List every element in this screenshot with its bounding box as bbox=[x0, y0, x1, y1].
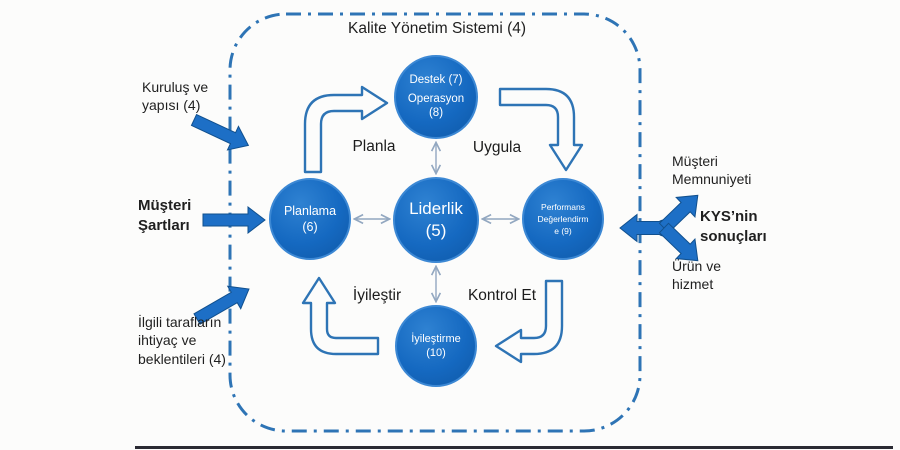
output-arrow-left-arm bbox=[619, 213, 665, 243]
input-arrow-musteri-sartlari bbox=[202, 205, 266, 235]
circle-line: (8) bbox=[428, 107, 444, 120]
circle-line: (10) bbox=[426, 347, 446, 359]
annotation-line: beklentileri (4) bbox=[138, 350, 226, 367]
annotation-line: Müşteri bbox=[672, 153, 718, 169]
label-kontrol-et: Kontrol Et bbox=[467, 287, 537, 304]
annotation-line: Kuruluş ve bbox=[142, 79, 209, 95]
annotation-line: Şartları bbox=[138, 216, 190, 234]
annotation-musteri-sartlari: Müşteri Şartları bbox=[138, 196, 191, 236]
plan-curved-arrow bbox=[303, 85, 389, 174]
bottom-edge-line bbox=[135, 446, 893, 449]
circle-line: Destek (7) bbox=[409, 73, 463, 86]
annotation-line: hizmet bbox=[672, 276, 714, 293]
circle-line: Değerlendirm bbox=[537, 213, 589, 224]
annotation-kys-sonuclari: KYS’nin sonuçları bbox=[700, 207, 767, 247]
input-arrow-ilgili-taraflar bbox=[193, 285, 250, 325]
annotation-urun-hizmet: Ürün ve hizmet bbox=[672, 257, 721, 294]
circle-iyilestirme: İyileştirme (10) bbox=[395, 305, 477, 387]
circle-destek-operasyon: Destek (7) Operasyon (8) bbox=[394, 55, 478, 139]
circle-line: İyileştirme bbox=[411, 332, 461, 345]
annotation-line: Müşteri bbox=[138, 197, 192, 214]
label-uygula: Uygula bbox=[472, 139, 522, 156]
label-iyilestir: İyileştir bbox=[352, 287, 402, 304]
annotation-musteri-memnuniyeti: Müşteri Memnuniyeti bbox=[672, 152, 751, 189]
label-planla: Planla bbox=[352, 138, 396, 155]
circle-line: (5) bbox=[425, 221, 447, 240]
circle-line: Performans bbox=[541, 201, 585, 212]
circle-liderlik: Liderlik (5) bbox=[393, 177, 479, 263]
act-curved-arrow bbox=[301, 276, 380, 356]
do-curved-arrow bbox=[498, 87, 584, 172]
circle-line: (6) bbox=[302, 220, 318, 234]
annotation-line: KYS’nin bbox=[700, 208, 758, 225]
annotation-line: Ürün ve bbox=[672, 258, 722, 274]
circle-line: e (9) bbox=[554, 226, 572, 237]
circle-performans-degerlendirme: Performans Değerlendirm e (9) bbox=[522, 178, 604, 260]
diagram-title: Kalite Yönetim Sistemi (4) bbox=[347, 20, 527, 37]
annotation-line: ihtiyaç ve bbox=[138, 332, 197, 349]
input-arrow-kurulus bbox=[190, 113, 250, 151]
circle-line: Operasyon bbox=[407, 92, 465, 105]
circle-planlama: Planlama (6) bbox=[269, 178, 351, 260]
annotation-line: Memnuniyeti bbox=[672, 171, 752, 188]
output-arrow-kys-results bbox=[619, 194, 699, 262]
annotation-ilgili-taraflar: İlgili tarafların ihtiyaç ve beklentiler… bbox=[138, 313, 226, 368]
output-arrow-bottom-arm bbox=[658, 222, 699, 262]
annotation-kurulus: Kuruluş ve yapısı (4) bbox=[142, 78, 208, 115]
circle-line: Planlama bbox=[283, 203, 337, 218]
circle-line: Liderlik bbox=[409, 198, 463, 218]
annotation-line: yapısı (4) bbox=[142, 97, 201, 114]
check-curved-arrow bbox=[494, 279, 564, 364]
annotation-line: İlgili tarafların bbox=[138, 314, 222, 330]
annotation-line: sonuçları bbox=[700, 227, 767, 245]
